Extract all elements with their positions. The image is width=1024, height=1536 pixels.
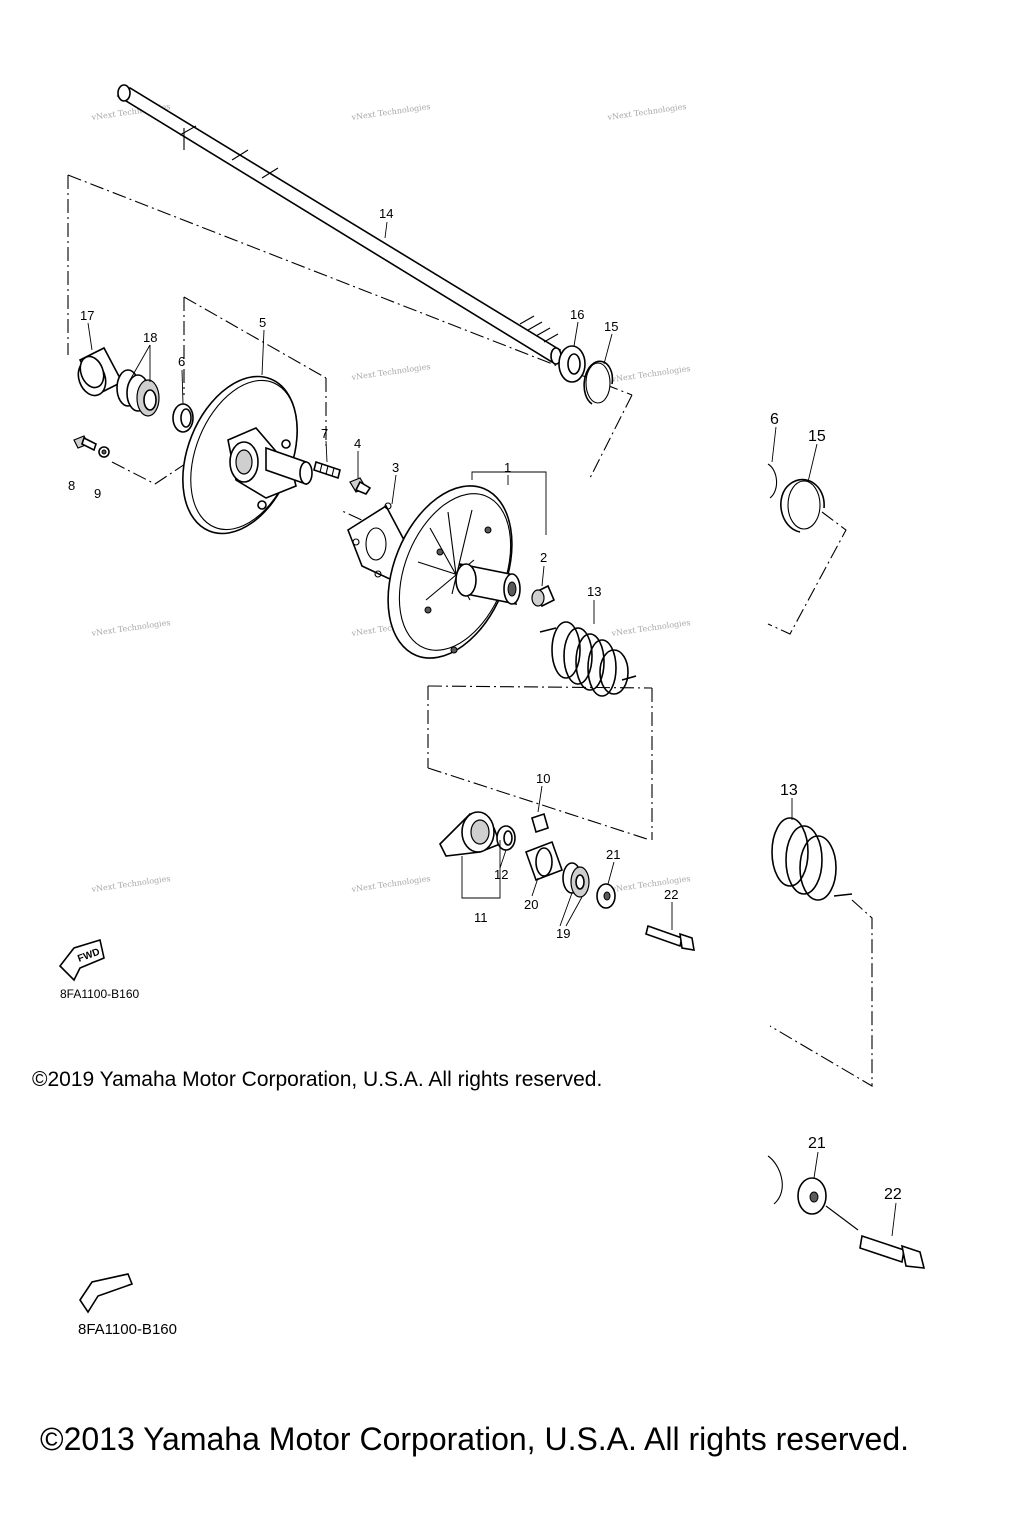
callout-6: 6 xyxy=(178,354,185,369)
watermark: vNext Technologies xyxy=(90,874,171,894)
callout-22: 22 xyxy=(664,887,678,902)
cap-part-2 xyxy=(531,584,556,608)
callout-1: 1 xyxy=(504,460,511,475)
watermark: vNext Technologies xyxy=(350,102,431,122)
watermark: vNext Technologies xyxy=(90,618,171,638)
shaft-part-14 xyxy=(116,84,562,365)
bushing-part-17 xyxy=(77,346,124,397)
callout-14: 14 xyxy=(379,206,393,221)
movable-sheave-part-5 xyxy=(182,375,313,535)
side-detail-fragment: 6 15 13 21 22 xyxy=(767,411,926,1269)
watermark: vNext Technologies xyxy=(610,618,691,638)
callout-15: 15 xyxy=(604,319,618,334)
cam-part-11 xyxy=(439,811,502,857)
side-callout-6: 6 xyxy=(770,411,779,428)
callout-10: 10 xyxy=(536,771,550,786)
callout-18: 18 xyxy=(143,330,157,345)
stud-part-7 xyxy=(313,460,341,480)
side-spring-13 xyxy=(771,817,853,901)
watermark: vNext Technologies xyxy=(610,874,691,894)
side-callout-22: 22 xyxy=(884,1186,902,1203)
washer-part-21 xyxy=(596,883,616,909)
callout-12: 12 xyxy=(494,867,508,882)
diagram-code-upper: 8FA1100-B160 xyxy=(60,987,139,1001)
washer-part-9 xyxy=(98,446,110,458)
copyright-lower: ©2013 Yamaha Motor Corporation, U.S.A. A… xyxy=(40,1421,909,1457)
side-bolt-22 xyxy=(859,1234,926,1269)
callout-21: 21 xyxy=(606,847,620,862)
callout-16: 16 xyxy=(570,307,584,322)
side-callout-13: 13 xyxy=(780,782,798,799)
callout-9: 9 xyxy=(94,486,101,501)
callout-8: 8 xyxy=(68,478,75,493)
callout-13: 13 xyxy=(587,584,601,599)
nut-part-4 xyxy=(349,477,372,495)
assembly-guide-lines xyxy=(67,174,653,841)
callout-11: 11 xyxy=(474,910,488,925)
side-circlip-15 xyxy=(780,478,825,533)
bushing-part-12 xyxy=(496,825,516,851)
side-callout-15: 15 xyxy=(808,428,826,445)
watermark: vNext Technologies xyxy=(350,362,431,382)
callout-4: 4 xyxy=(354,436,361,451)
diagram-code-lower: 8FA1100-B160 xyxy=(78,1321,177,1338)
watermark: vNext Technologies xyxy=(350,874,431,894)
side-callout-21: 21 xyxy=(808,1135,826,1152)
copyright-upper: ©2019 Yamaha Motor Corporation, U.S.A. A… xyxy=(32,1068,602,1091)
watermark: vNext Technologies xyxy=(606,102,687,122)
callout-7: 7 xyxy=(321,426,328,441)
collar-part-20 xyxy=(524,840,564,882)
fixed-sheave-part-1 xyxy=(387,485,521,659)
callout-3: 3 xyxy=(392,460,399,475)
fwd-arrow-lower xyxy=(79,1273,134,1314)
callout-20: 20 xyxy=(524,897,538,912)
fwd-arrow-upper: FWD xyxy=(58,938,105,982)
side-washer-21 xyxy=(797,1177,827,1215)
circlip-part-15 xyxy=(583,360,614,405)
callout-leaders xyxy=(87,221,673,930)
washer-part-16 xyxy=(558,345,586,383)
callout-19: 19 xyxy=(556,926,570,941)
main-callouts: 14 5 17 18 6 7 4 3 8 9 16 15 1 2 13 10 1… xyxy=(68,206,678,941)
callout-5: 5 xyxy=(259,315,266,330)
roller-set-part-18 xyxy=(116,369,160,417)
bushing-set-part-19 xyxy=(562,862,590,898)
bolt-part-22 xyxy=(645,924,695,951)
callout-17: 17 xyxy=(80,308,94,323)
watermark: vNext Technologies xyxy=(610,364,691,384)
nut-part-10 xyxy=(531,812,549,834)
callout-2: 2 xyxy=(540,550,547,565)
bearing-part-6 xyxy=(172,403,194,433)
bolt-part-8 xyxy=(73,435,97,452)
spring-part-13 xyxy=(539,621,637,697)
